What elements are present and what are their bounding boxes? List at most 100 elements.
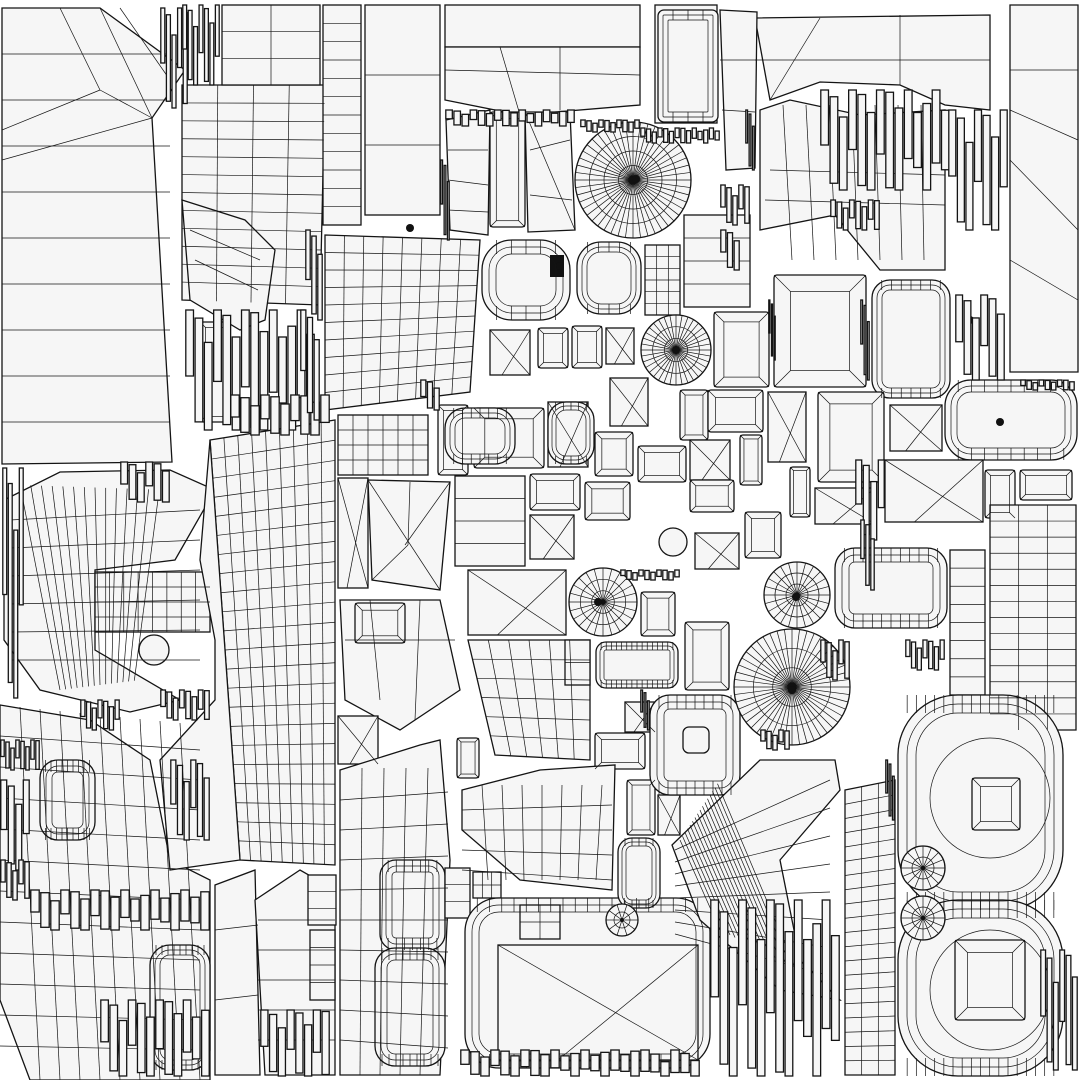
uv-strip (278, 336, 287, 404)
uv-strip (109, 1004, 119, 1072)
uv-edge (339, 855, 449, 861)
uv-edge (689, 505, 697, 513)
uv-strip (570, 1052, 580, 1077)
uv-island-grid-small-b (444, 867, 471, 919)
uv-edge (622, 512, 631, 521)
uv-disk-spoke (791, 686, 828, 734)
uv-edge-diagonal (605, 327, 635, 365)
uv-edge-diagonal (467, 569, 567, 636)
uv-strip-small (773, 315, 776, 361)
uv-strip-small (760, 729, 766, 742)
uv-disk-spoke (796, 566, 814, 596)
uv-edge (324, 285, 478, 288)
uv-disk-spoke (762, 636, 793, 688)
uv-edge-diagonal (621, 377, 649, 427)
uv-edge (9, 569, 201, 577)
uv-disk-spoke (776, 630, 793, 688)
uv-edge (844, 986, 896, 990)
uv-edge-diagonal (557, 944, 699, 1061)
uv-bevel-inner (646, 597, 670, 631)
uv-disk-spoke (675, 349, 704, 373)
uv-strip (963, 300, 972, 375)
uv-edge (235, 802, 336, 805)
uv-edge (397, 635, 406, 644)
uv-bevel-inner (723, 321, 760, 378)
uv-strip (469, 109, 478, 121)
uv-disk-spoke (735, 686, 793, 703)
uv-strip (100, 890, 110, 930)
uv-edge (844, 912, 896, 919)
uv-edge-diagonal (529, 514, 575, 560)
uv-disk-spoke (602, 601, 636, 612)
uv-edge (844, 794, 896, 805)
uv-disk-spoke (745, 686, 793, 723)
uv-disk-spoke (641, 349, 677, 357)
uv-bevel-inner (751, 518, 775, 552)
uv-strip-small (1069, 381, 1075, 391)
uv-strip (477, 110, 486, 126)
uv-edge (638, 762, 646, 770)
uv-edge (571, 362, 578, 369)
uv-strip-small (1062, 379, 1069, 391)
uv-edge-diagonal (914, 459, 984, 523)
uv-strip (40, 892, 50, 928)
uv-strip-small (440, 159, 444, 205)
uv-strip (268, 1013, 278, 1073)
uv-strip-small (197, 689, 204, 710)
uv-edge (324, 376, 472, 393)
uv-edge (181, 227, 322, 233)
uv-edge (844, 882, 896, 891)
uv-disk-spoke (769, 686, 793, 741)
uv-strip (988, 298, 997, 377)
uv-wireframe-layer (0, 5, 1079, 1080)
uv-strip-small (178, 689, 185, 709)
uv-strip-small (650, 571, 656, 581)
uv-edge (133, 489, 160, 681)
uv-strip-small (446, 180, 450, 241)
uv-strip (502, 109, 510, 127)
uv-edge (562, 327, 569, 334)
uv-island-grid-tiny (307, 874, 337, 926)
uv-strip (493, 109, 502, 121)
uv-edge-diagonal (501, 329, 531, 376)
uv-disk-spoke (735, 671, 793, 688)
uv-strip (885, 91, 895, 189)
uv-edge (404, 481, 451, 546)
uv-edge (237, 821, 336, 825)
uv-strip (185, 309, 195, 377)
uv-disk-spoke (796, 578, 826, 596)
uv-strip-small (646, 700, 650, 731)
uv-edge (94, 487, 101, 686)
uv-strip-small (848, 199, 855, 219)
uv-strip (203, 7, 209, 83)
uv-strip-small (1026, 380, 1033, 390)
uv-disk-spoke (773, 571, 798, 596)
uv-disk-ring (752, 647, 832, 727)
uv-bevel-inner (536, 480, 574, 504)
uv-edge (462, 404, 469, 411)
uv-strip (793, 899, 803, 1022)
uv-island-seat-lower (379, 859, 446, 951)
uv-disk-spoke (675, 337, 710, 351)
uv-strip-small (85, 701, 92, 729)
uv-strip-small (610, 122, 616, 133)
uv-edge (577, 784, 583, 881)
uv-edge-diagonal (664, 794, 681, 836)
uv-strip-small (865, 524, 870, 586)
uv-strip-small (18, 859, 24, 885)
uv-edge (339, 1039, 449, 1049)
uv-edge (844, 956, 896, 962)
uv-edge (476, 677, 591, 681)
uv-disk-spoke (653, 322, 677, 351)
uv-edge (758, 376, 770, 388)
uv-strip-small (860, 519, 865, 560)
uv-island-window-left (364, 4, 441, 216)
uv-edge (122, 488, 139, 683)
uv-strip-small (433, 387, 440, 411)
uv-strip-small (784, 730, 790, 750)
uv-edge (99, 7, 153, 119)
uv-edge-diagonal (889, 404, 943, 452)
uv-disk-ring (591, 590, 615, 614)
uv-strip (691, 127, 697, 139)
uv-edge (844, 809, 896, 819)
